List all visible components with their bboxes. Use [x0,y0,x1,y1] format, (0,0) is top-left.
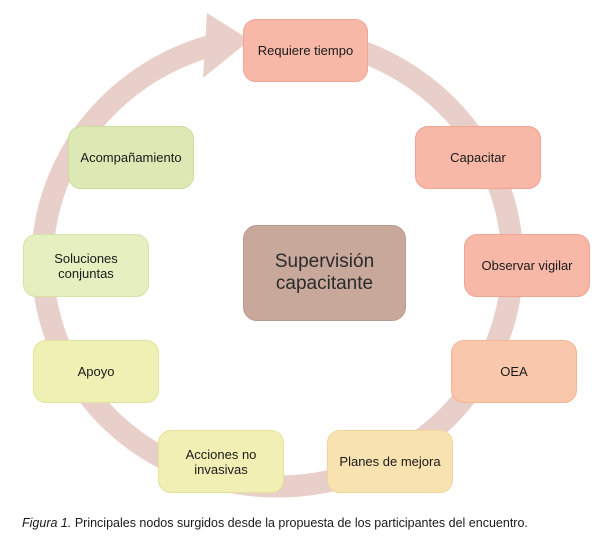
node-capacitar: Capacitar [415,126,541,189]
figure-caption-text: Principales nodos surgidos desde la prop… [71,516,528,530]
center-node: Supervisión capacitante [243,225,406,321]
node-observar-vigilar: Observar vigilar [464,234,590,297]
figure-label: Figura 1. [22,516,72,530]
node-requiere-tiempo: Requiere tiempo [243,19,368,82]
node-acciones-no-invasivas: Acciones no invasivas [158,430,284,493]
node-acompanamiento: Acompañamiento [68,126,194,189]
cycle-arrowhead [203,13,250,78]
figure-caption: Figura 1. Principales nodos surgidos des… [22,516,612,530]
node-oea: OEA [451,340,577,403]
node-apoyo: Apoyo [33,340,159,403]
node-planes-de-mejora: Planes de mejora [327,430,453,493]
node-soluciones-conjuntas: Soluciones conjuntas [23,234,149,297]
